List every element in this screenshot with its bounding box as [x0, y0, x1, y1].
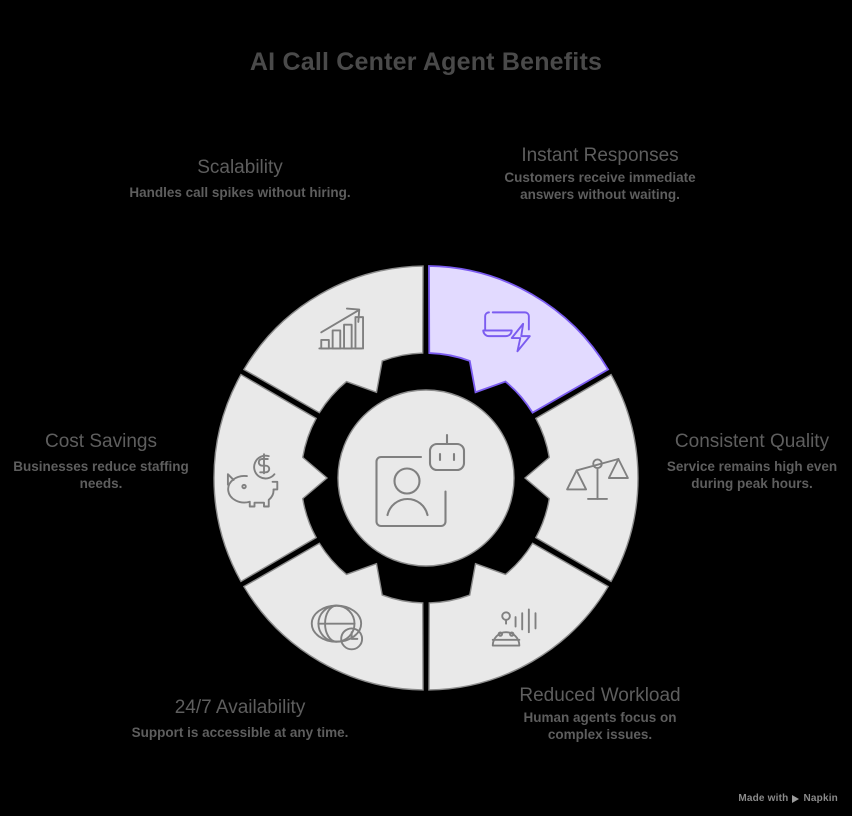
label-cost-savings: Cost Savings Businesses reduce staffing … [8, 430, 194, 492]
watermark-prefix: Made with [738, 793, 789, 804]
label-scalability: Scalability Handles call spikes without … [128, 156, 352, 202]
ring-segment-reduced-workload[interactable] [428, 542, 610, 691]
label-description: Customers receive immediate answers with… [504, 170, 696, 202]
growth-bar-chart-icon [318, 307, 365, 350]
label-reduced-workload: Reduced Workload Human agents focus on c… [496, 684, 704, 743]
napkin-logo-icon [792, 794, 800, 803]
agent-person-robot-icon [375, 433, 466, 528]
segment-shape[interactable] [428, 542, 610, 691]
segment-shape[interactable] [428, 265, 610, 414]
balance-scales-icon [566, 458, 629, 500]
label-description: Businesses reduce staffing needs. [13, 459, 189, 491]
globe-clock-icon [310, 604, 364, 651]
hub [337, 389, 515, 567]
ring-segment-availability[interactable] [242, 542, 424, 691]
watermark: Made with Napkin [738, 793, 838, 804]
label-heading: Reduced Workload [519, 685, 681, 706]
ring-segment-consistent-quality[interactable] [523, 373, 639, 583]
label-heading: Consistent Quality [674, 431, 830, 452]
piggy-bank-dollar-icon [226, 453, 279, 508]
label-heading: Scalability [197, 157, 283, 178]
label-heading: Instant Responses [521, 145, 679, 166]
robot-voice-wave-icon [491, 608, 537, 647]
ring-segment-instant-responses[interactable] [428, 265, 610, 414]
label-instant-responses: Instant Responses Customers receive imme… [494, 144, 706, 203]
segment-shape[interactable] [523, 373, 639, 583]
page-title: AI Call Center Agent Benefits [249, 48, 603, 76]
label-description: Human agents focus on complex issues. [523, 710, 677, 742]
label-availability: 24/7 Availability Support is accessible … [130, 696, 350, 742]
ring-segment-scalability[interactable] [242, 265, 424, 414]
ring-segment-cost-savings[interactable] [213, 373, 329, 583]
label-description: Handles call spikes without hiring. [129, 185, 351, 200]
label-description: Service remains high even during peak ho… [666, 459, 838, 491]
segment-shape[interactable] [242, 542, 424, 691]
watermark-brand: Napkin [803, 793, 838, 804]
laptop-lightning-icon [482, 311, 531, 353]
label-heading: Cost Savings [45, 431, 157, 452]
label-consistent-quality: Consistent Quality Service remains high … [652, 430, 852, 492]
label-heading: 24/7 Availability [174, 697, 306, 718]
label-description: Support is accessible at any time. [131, 725, 349, 740]
